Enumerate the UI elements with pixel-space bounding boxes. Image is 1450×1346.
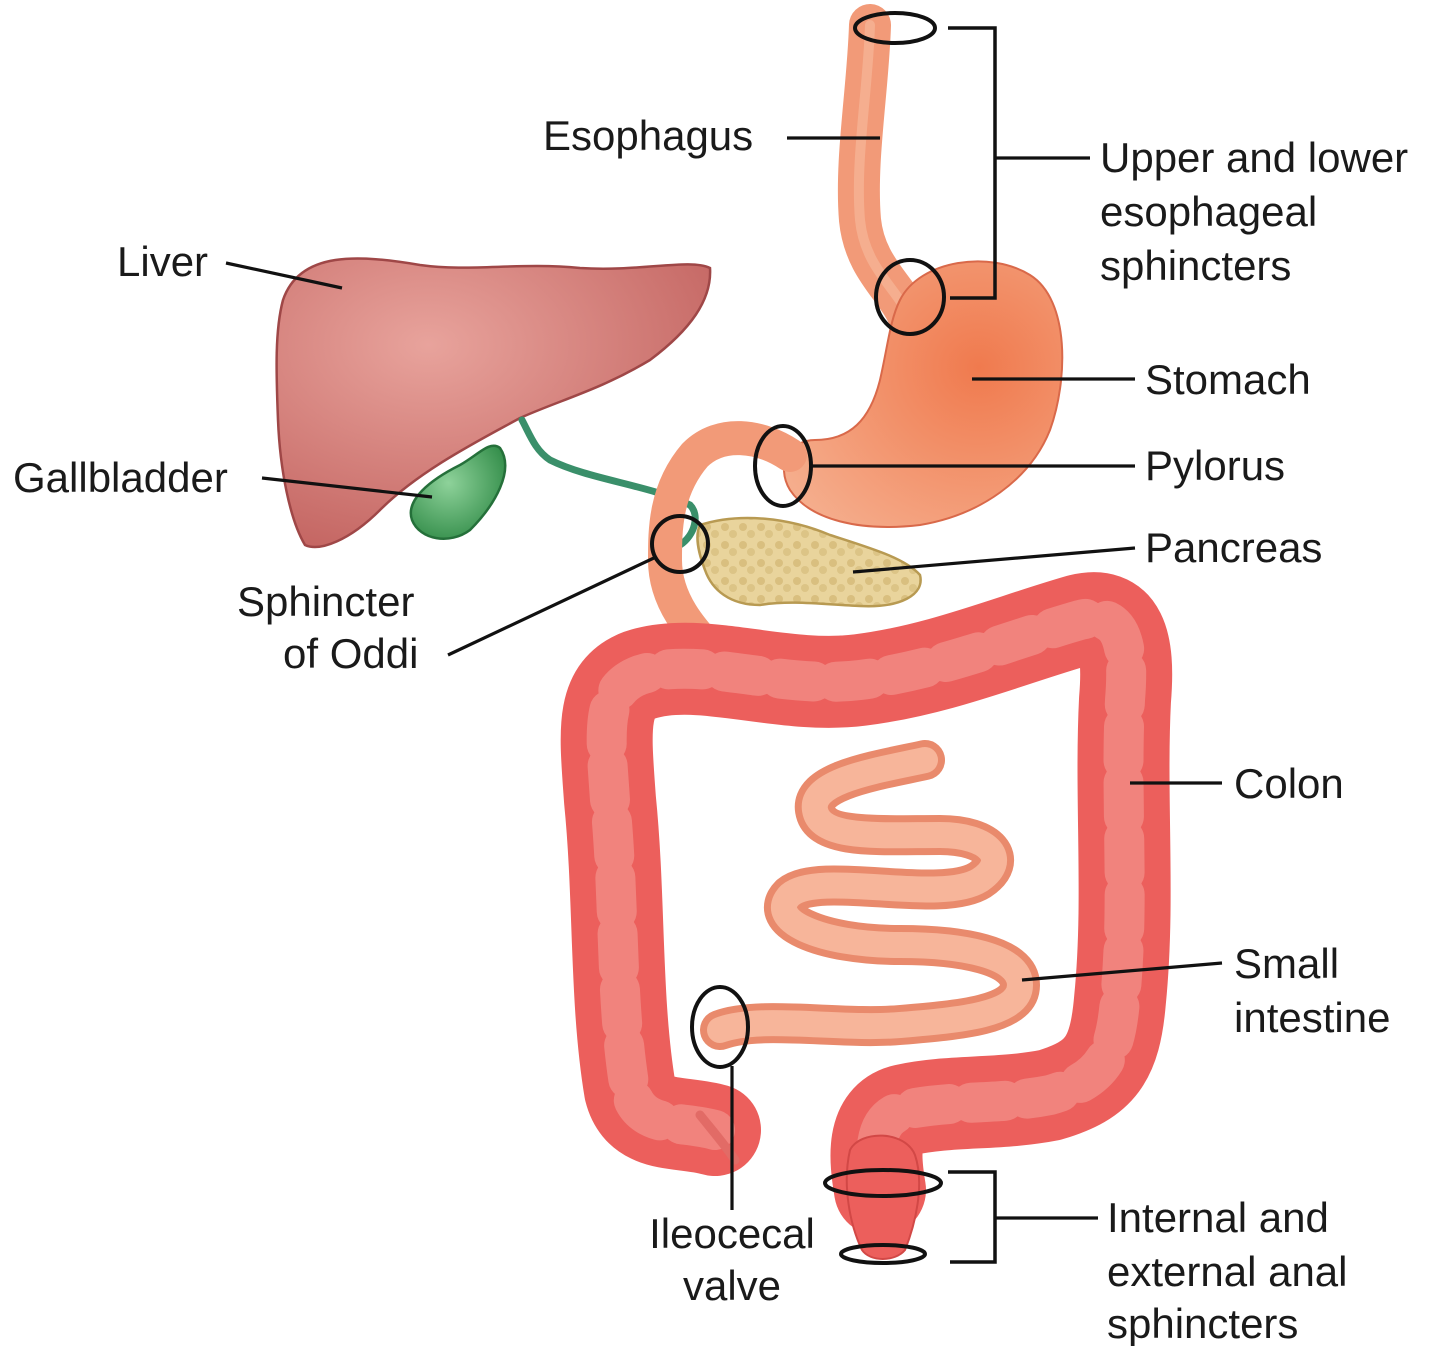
anal-sphincters-label-line2: external anal [1107,1248,1348,1295]
colon-label: Colon [1234,760,1344,807]
liver-shape [277,258,711,546]
esophageal-sphincters-label-line3: sphincters [1100,242,1291,289]
anal-sphincters-label-line1: Internal and [1107,1194,1329,1241]
esophageal-sphincters-bracket [948,28,995,298]
esophageal-sphincters-label-line1: Upper and lower [1100,134,1408,181]
esophagus-label: Esophagus [543,112,753,159]
stomach-label: Stomach [1145,356,1311,403]
sphincter-oddi-label-line2: of Oddi [283,630,418,677]
small-intestine-label-line1: Small [1234,940,1339,987]
stomach-shape [784,261,1062,527]
sphincter-oddi-label-line1: Sphincter [237,578,414,625]
anal-sphincters-label-line3: sphincters [1107,1300,1298,1346]
esophageal-sphincters-label-line2: esophageal [1100,188,1317,235]
pancreas-shape [698,518,921,606]
small-intestine-label-line2: intestine [1234,994,1390,1041]
gallbladder-label: Gallbladder [13,454,228,501]
pylorus-label: Pylorus [1145,442,1285,489]
pancreas-label: Pancreas [1145,524,1322,571]
anal-sphincters-bracket [948,1172,995,1262]
ileocecal-valve-label-line2: valve [683,1262,781,1309]
ileocecal-valve-label-line1: Ileocecal [649,1210,815,1257]
liver-label: Liver [117,238,208,285]
